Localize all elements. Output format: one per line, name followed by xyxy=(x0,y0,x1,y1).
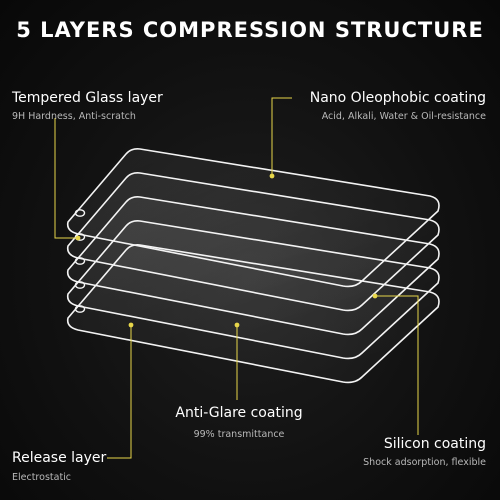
detail-anti-glare: 99% transmittance xyxy=(193,429,285,440)
glass-sheet-1 xyxy=(66,148,440,288)
leader-dot-nano-oleophobic xyxy=(269,173,275,179)
label-anti-glare: Anti-Glare coating xyxy=(175,405,303,421)
detail-release: Electrostatic xyxy=(12,472,72,483)
leader-line-silicon xyxy=(375,295,419,435)
leader-dot-tempered-glass xyxy=(75,235,81,241)
leader-line-release xyxy=(107,325,132,459)
leader-dot-anti-glare xyxy=(234,322,240,328)
detail-nano-oleophobic: Acid, Alkali, Water & Oil-resistance xyxy=(321,111,486,122)
page-title: 5 LAYERS COMPRESSION STRUCTURE xyxy=(16,18,484,42)
leader-dot-release xyxy=(128,322,134,328)
label-silicon: Silicon coating xyxy=(383,436,486,452)
label-nano-oleophobic: Nano Oleophobic coating xyxy=(309,90,486,106)
label-release: Release layer xyxy=(12,450,107,466)
detail-silicon: Shock adsorption, flexible xyxy=(363,457,486,468)
leader-line-nano-oleophobic xyxy=(271,97,292,176)
detail-tempered-glass: 9H Hardness, Anti-scratch xyxy=(12,111,136,122)
leader-dot-silicon xyxy=(372,293,378,299)
label-tempered-glass: Tempered Glass layer xyxy=(12,90,163,106)
leader-line-tempered-glass xyxy=(54,118,78,239)
